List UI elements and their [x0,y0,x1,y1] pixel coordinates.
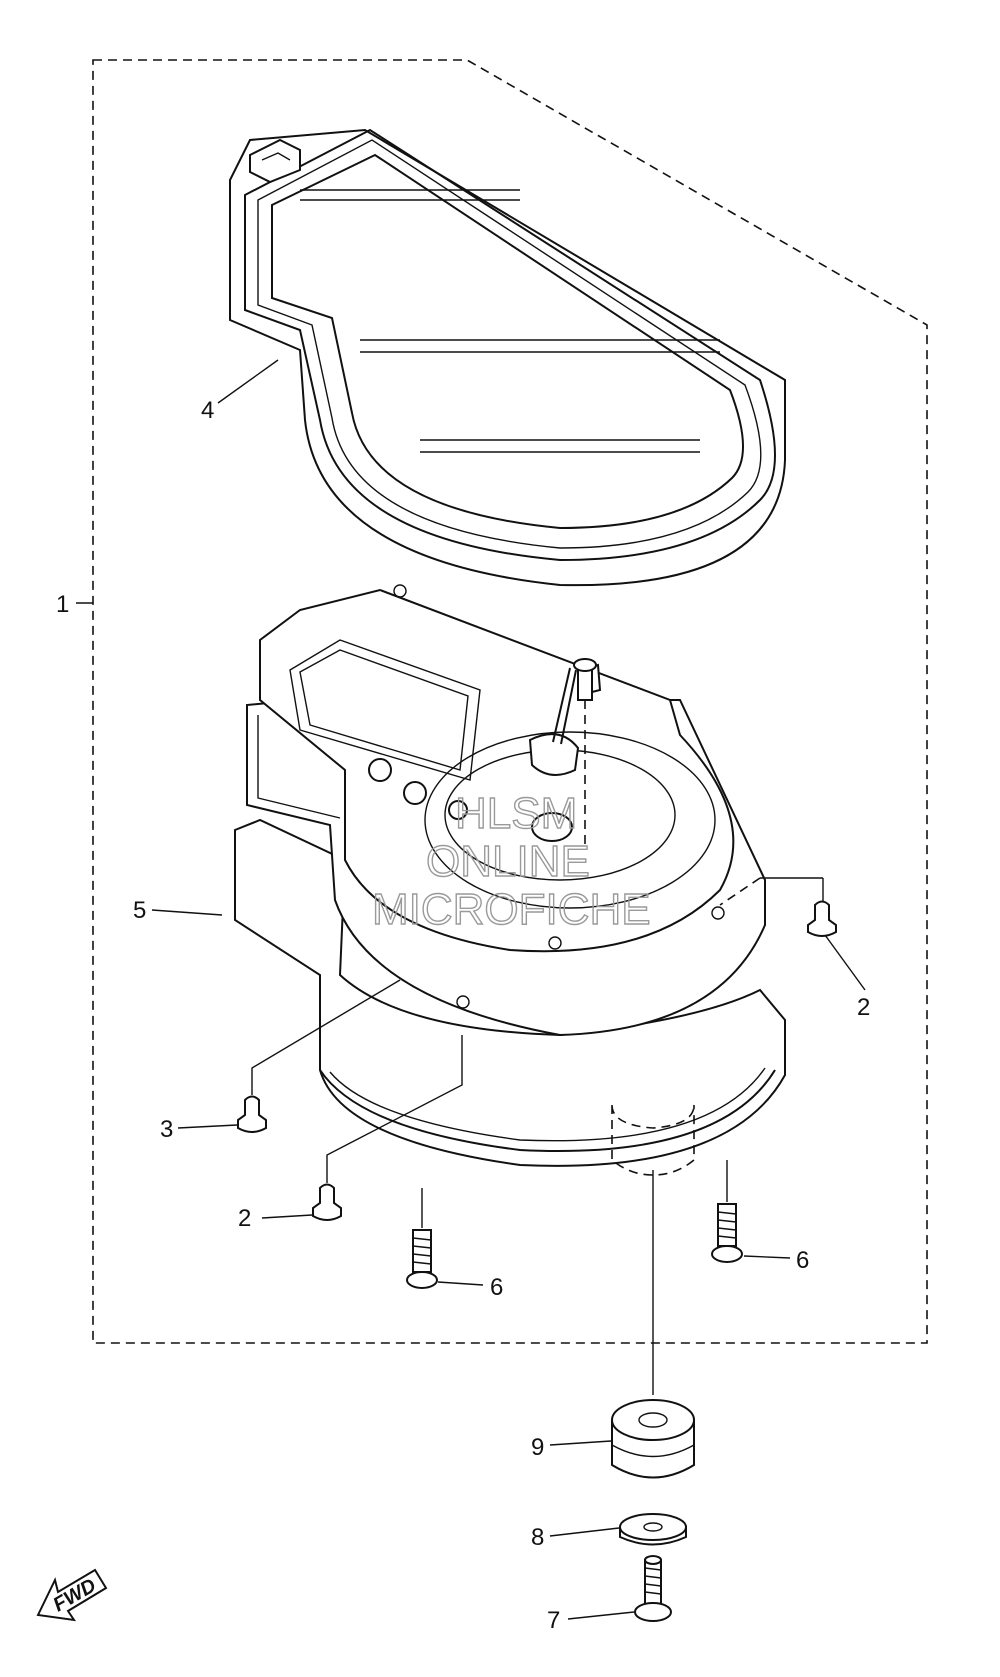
part-6-screw-right [711,1160,743,1263]
callout-7: 7 [547,1607,560,1634]
part-6-screw-left [406,1188,438,1289]
callout-3: 3 [160,1116,173,1143]
callout-5: 5 [133,897,146,924]
callout-2-right: 2 [857,994,870,1021]
part-2-grommet-left [312,1035,463,1221]
part-2-grommet-right [719,877,837,937]
callout-8: 8 [531,1524,544,1551]
meter-dial-plate [259,584,735,1009]
leader-8 [549,1527,620,1537]
leader-5 [151,909,223,916]
assembly-boundary [92,59,928,1344]
part-9-damper [611,1399,695,1479]
watermark-line-3: MICROFICHE [372,885,651,934]
leader-9b [549,1440,612,1446]
part-7-screw [634,1555,672,1622]
callout-1: 1 [56,591,69,618]
callout-6-right: 6 [796,1247,809,1274]
fwd-label: FWD [50,1575,100,1617]
leader-4 [217,359,279,404]
dial-screw [573,658,597,701]
part-3-grommet [237,979,401,1133]
watermark-line-2: ONLINE [426,837,590,886]
leader-3 [177,1124,238,1129]
leader-damper-dash [611,1104,695,1176]
callout-9: 9 [531,1434,544,1461]
leader-7 [567,1611,635,1620]
part-8-washer [619,1513,687,1546]
leader-6b [743,1255,791,1259]
fwd-arrow-icon: FWD [36,1568,108,1622]
leader-2a [824,934,866,991]
callout-6-left: 6 [490,1274,503,1301]
leader-6a [437,1281,484,1286]
callout-2-left: 2 [238,1205,251,1232]
watermark: HLSM ONLINE MICROFICHE [371,788,651,934]
leader-2b [261,1214,313,1219]
part-4-meter-cover [229,128,786,587]
callout-4: 4 [201,397,214,424]
watermark-line-1: HLSM [455,789,577,838]
